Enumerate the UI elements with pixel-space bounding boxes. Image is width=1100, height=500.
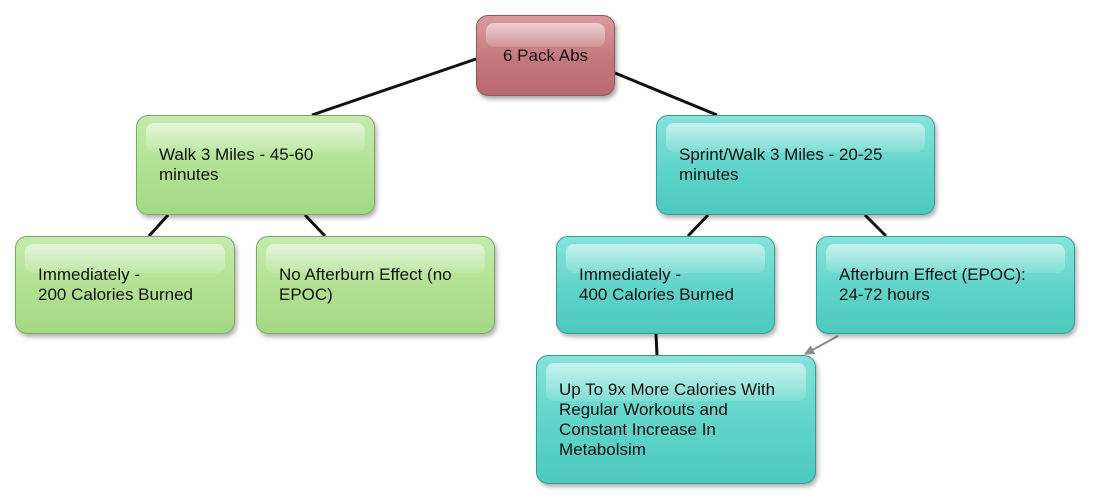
edge-epoc-up9x-arrow <box>804 335 839 355</box>
node-up-to-9x-more-calories-label: Up To 9x More Calories With Regular Work… <box>559 379 776 459</box>
node-walk-3-miles-label: Walk 3 Miles - 45-60 minutes <box>159 145 314 184</box>
node-up-to-9x-more-calories: Up To 9x More Calories With Regular Work… <box>536 355 816 484</box>
node-afterburn-effect-epoc-label: Afterburn Effect (EPOC): 24-72 hours <box>839 265 1026 304</box>
edge-root-walk <box>311 57 477 117</box>
edge-imm400-up9x <box>654 333 659 356</box>
node-sprint-walk-3-miles-label: Sprint/Walk 3 Miles - 20-25 minutes <box>679 145 883 184</box>
node-sprint-walk-3-miles: Sprint/Walk 3 Miles - 20-25 minutes <box>656 115 935 215</box>
edge-root-sprint <box>614 71 718 117</box>
node-afterburn-effect-epoc: Afterburn Effect (EPOC): 24-72 hours <box>816 236 1075 334</box>
node-immediately-400-calories-label: Immediately - 400 Calories Burned <box>579 265 734 304</box>
node-no-afterburn-effect-label: No Afterburn Effect (no EPOC) <box>279 265 452 304</box>
node-no-afterburn-effect: No Afterburn Effect (no EPOC) <box>256 236 495 334</box>
node-6-pack-abs: 6 Pack Abs <box>476 15 615 96</box>
node-immediately-200-calories-label: Immediately - 200 Calories Burned <box>38 265 193 304</box>
edge-walk-noepoc <box>303 213 327 238</box>
node-6-pack-abs-label: 6 Pack Abs <box>502 45 589 65</box>
node-immediately-400-calories: Immediately - 400 Calories Burned <box>556 236 775 334</box>
edge-sprint-epoc <box>863 213 888 238</box>
node-walk-3-miles: Walk 3 Miles - 45-60 minutes <box>136 115 375 215</box>
edge-sprint-imm400 <box>686 213 710 238</box>
node-immediately-200-calories: Immediately - 200 Calories Burned <box>15 236 235 334</box>
edge-walk-imm200 <box>147 213 170 238</box>
